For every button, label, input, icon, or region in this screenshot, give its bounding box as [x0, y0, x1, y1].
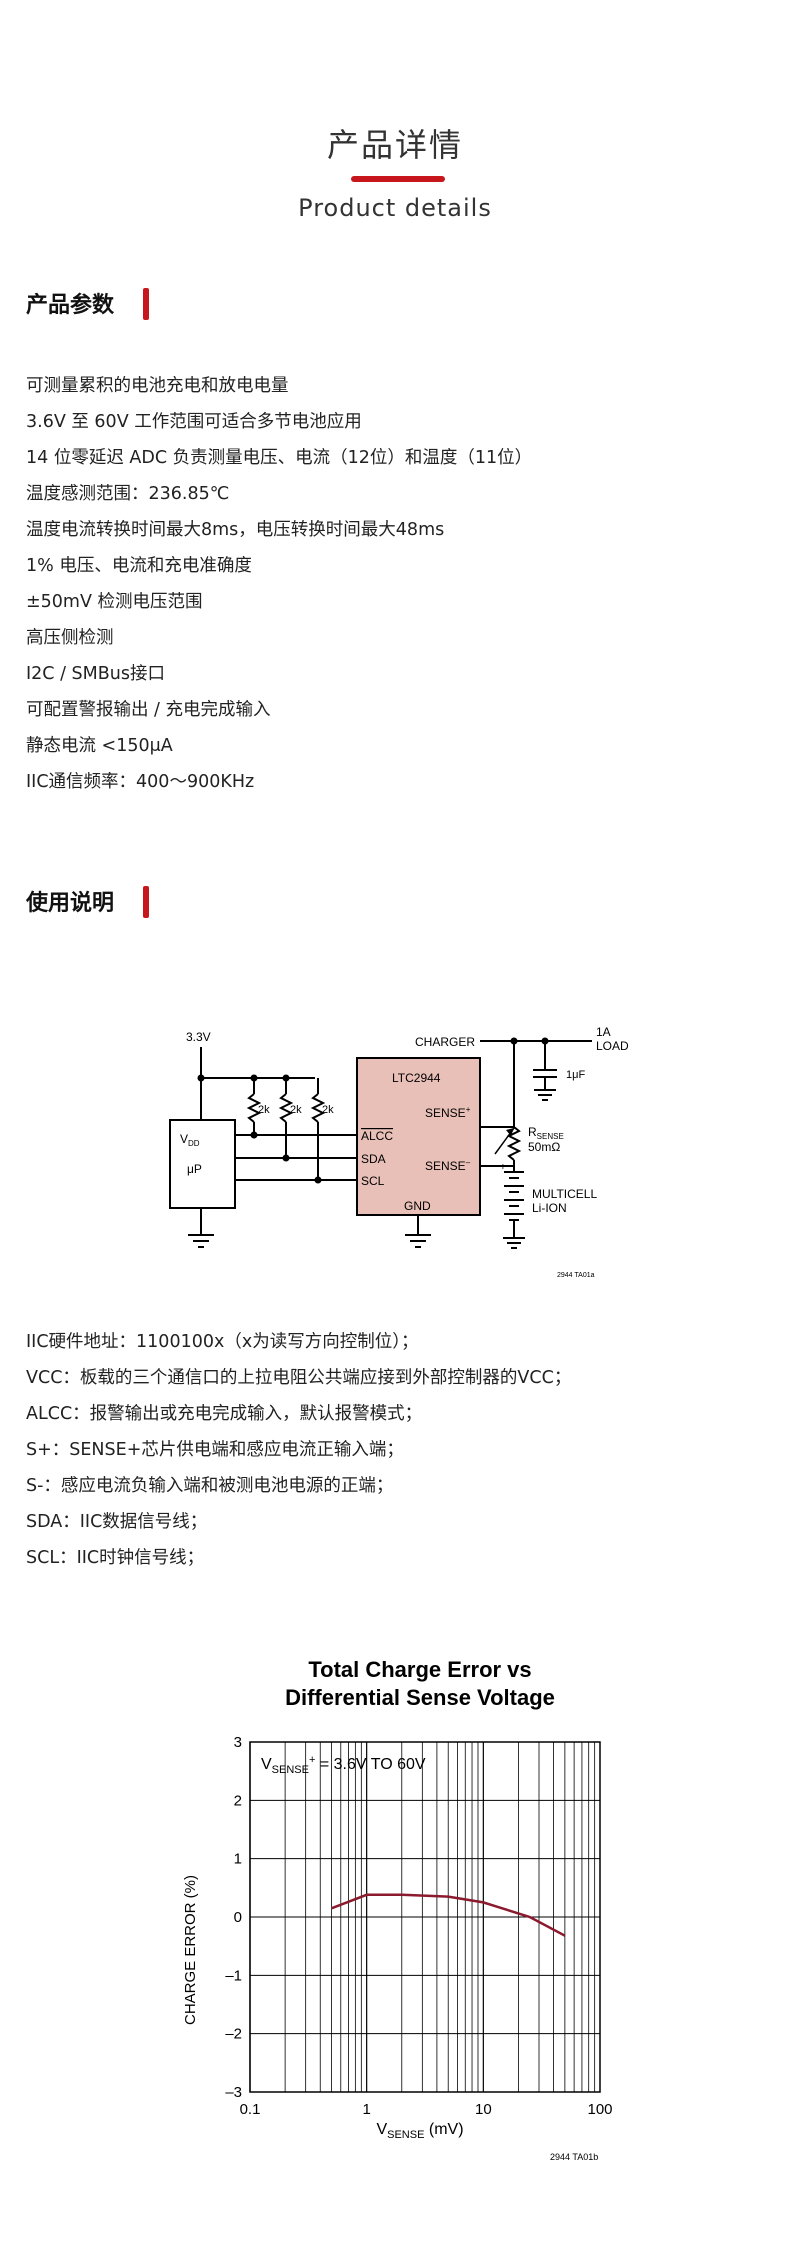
- param-line: 1% 电压、电流和充电准确度: [26, 556, 252, 576]
- param-line: 可测量累积的电池充电和放电电量: [26, 376, 289, 396]
- svg-text:RSENSE: RSENSE: [528, 1125, 564, 1141]
- y-tick-label: –2: [225, 2026, 242, 2043]
- param-line: 静态电流 <150μA: [26, 736, 173, 756]
- chip-label: LTC2944: [392, 1071, 441, 1085]
- pin-sense-minus: SENSE: [425, 1159, 466, 1173]
- v33-label: 3.3V: [186, 1030, 211, 1044]
- section-heading-params: 产品参数: [26, 293, 115, 318]
- x-tick-label: 10: [475, 2101, 492, 2118]
- usage-line: S+：SENSE+芯片供电端和感应电流正输入端；: [26, 1440, 404, 1460]
- chart-grid: [249, 1741, 600, 2093]
- battery-label-1: MULTICELL: [532, 1187, 597, 1201]
- usage-line: S-：感应电流负输入端和被测电池电源的正端；: [26, 1476, 394, 1496]
- circuit-diagram: 3.3V 2k 2k 2k VDD μP LTC2944 ALCC SDA SC…: [169, 1025, 629, 1279]
- usage-line: SCL：IIC时钟信号线；: [26, 1548, 205, 1568]
- y-tick-label: 2: [234, 1792, 242, 1809]
- plot-frame: [249, 1741, 601, 2093]
- usage-line: VCC：板载的三个通信口的上拉电阻公共端应接到外部控制器的VCC；: [26, 1368, 572, 1388]
- section-marker-usage: [143, 886, 149, 918]
- rsense-value: 50mΩ: [528, 1140, 560, 1154]
- y-tick-label: –1: [225, 1967, 242, 1984]
- load-label-2: LOAD: [596, 1039, 629, 1053]
- chip-box: [356, 1057, 481, 1216]
- page-title-cn: 产品详情: [326, 126, 463, 164]
- chart-series: [331, 1893, 566, 1937]
- usage-line: SDA：IIC数据信号线；: [26, 1512, 208, 1532]
- pin-sense-plus: SENSE: [425, 1106, 466, 1120]
- chart-ticks: 0.1 1 10 100 –3 –2 –1 0 1 2 3: [225, 1734, 612, 2118]
- param-line: ±50mV 检测电压范围: [26, 592, 203, 612]
- param-line: 可配置警报输出 / 充电完成输入: [26, 700, 271, 720]
- param-line: 14 位零延迟 ADC 负责测量电压、电流（12位）和温度（11位）: [26, 448, 533, 468]
- y-tick-label: –3: [225, 2084, 242, 2101]
- pin-alcc: ALCC: [361, 1129, 393, 1143]
- charge-error-chart: Total Charge Error vs Differential Sense…: [182, 1657, 613, 2162]
- usage-line: IIC硬件地址：1100100x（x为读写方向控制位）；: [26, 1332, 419, 1352]
- vdd-label: V: [180, 1132, 188, 1146]
- x-tick-label: 0.1: [240, 2101, 261, 2118]
- section-heading-usage: 使用说明: [26, 891, 115, 916]
- series-line: [331, 1893, 566, 1937]
- param-line: IIC通信频率：400～900KHz: [26, 772, 255, 792]
- charger-label: CHARGER: [415, 1035, 475, 1049]
- param-line: I2C / SMBus接口: [26, 664, 165, 684]
- pin-scl: SCL: [361, 1174, 385, 1188]
- y-tick-label: 3: [234, 1734, 242, 1751]
- param-line: 3.6V 至 60V 工作范围可适合多节电池应用: [26, 412, 362, 432]
- pin-sda: SDA: [361, 1152, 386, 1166]
- pin-sense-minus-sup: –: [466, 1158, 471, 1167]
- svg-text:SENSE+: SENSE+: [425, 1105, 471, 1120]
- chart-xlabel: VSENSE (mV): [376, 2121, 463, 2141]
- resistor1-label: 2k: [258, 1104, 270, 1116]
- chart-title-line1: Total Charge Error vs: [308, 1657, 531, 1682]
- resistor3-label: 2k: [322, 1104, 334, 1116]
- rsense-subscript: SENSE: [537, 1132, 564, 1141]
- load-label-1: 1A: [596, 1025, 611, 1039]
- y-tick-label: 0: [234, 1909, 242, 1926]
- chart-annotation: VSENSE+ = 3.6V TO 60V: [261, 1754, 426, 1776]
- usage-line: ALCC：报警输出或充电完成输入，默认报警模式；: [26, 1404, 423, 1424]
- microcontroller-box: [169, 1119, 236, 1209]
- svg-text:SENSE–: SENSE–: [425, 1158, 471, 1173]
- param-line: 温度感测范围：236.85℃: [26, 484, 230, 504]
- chart-title-line2: Differential Sense Voltage: [285, 1685, 555, 1710]
- battery-plus: +: [500, 1162, 506, 1173]
- section-marker-params: [143, 288, 149, 320]
- title-underline: [351, 176, 445, 182]
- chart-ylabel: CHARGE ERROR (%): [182, 1875, 199, 2025]
- resistor2-label: 2k: [290, 1104, 302, 1116]
- x-tick-label: 1: [362, 2101, 370, 2118]
- battery-label-2: Li-ION: [532, 1201, 567, 1215]
- vdd-subscript: DD: [188, 1139, 200, 1148]
- rsense-label: R: [528, 1125, 537, 1139]
- pin-sense-plus-sup: +: [466, 1105, 471, 1114]
- x-tick-label: 100: [587, 2101, 612, 2118]
- param-line: 温度电流转换时间最大8ms，电压转换时间最大48ms: [26, 520, 445, 540]
- figure-id-b: 2944 TA01b: [550, 2152, 598, 2162]
- pin-gnd: GND: [404, 1199, 431, 1213]
- param-line: 高压侧检测: [26, 628, 114, 648]
- page-title-en: Product details: [298, 194, 492, 222]
- cap-label: 1μF: [566, 1069, 585, 1081]
- figure-id-a: 2944 TA01a: [557, 1272, 595, 1279]
- y-tick-label: 1: [234, 1851, 242, 1868]
- svg-text:VDD: VDD: [180, 1132, 200, 1148]
- up-label: μP: [187, 1162, 202, 1176]
